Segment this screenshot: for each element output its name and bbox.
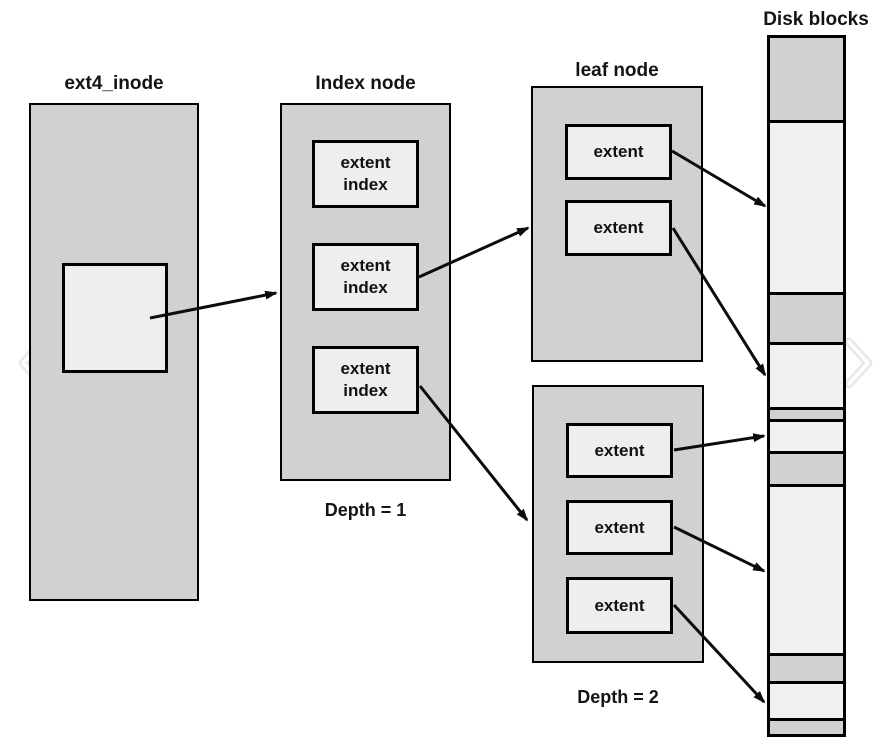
disk-block-segment: [770, 345, 843, 410]
disk-blocks-column: [767, 35, 846, 737]
depth-2-label: Depth = 2: [577, 687, 659, 707]
index-node-title: Index node: [315, 73, 416, 94]
extent-entry: extent: [566, 500, 673, 555]
disk-block-segment: [770, 721, 843, 734]
leaf-node-title: leaf node: [575, 60, 659, 81]
disk-block-segment: [770, 684, 843, 721]
disk-block-segment: [770, 295, 843, 345]
extent-entry: extent: [566, 423, 673, 478]
disk-block-segment: [770, 38, 843, 123]
chevron-right-icon[interactable]: [844, 337, 873, 389]
extent-entry: extent: [565, 200, 672, 256]
disk-block-segment: [770, 454, 843, 487]
depth-1-label: Depth = 1: [324, 500, 407, 520]
disk-blocks-title: Disk blocks: [763, 9, 869, 30]
extent-entry: extent: [565, 124, 672, 180]
disk-block-segment: [770, 487, 843, 656]
disk-block-segment: [770, 656, 843, 684]
extent-entry: extent: [566, 577, 673, 634]
extent-index-entry: extent index: [312, 243, 419, 311]
inode-title: ext4_inode: [64, 73, 164, 94]
disk-block-segment: [770, 410, 843, 422]
disk-block-segment: [770, 123, 843, 295]
extent-index-entry: extent index: [312, 140, 419, 208]
disk-block-segment: [770, 422, 843, 454]
extent-index-entry: extent index: [312, 346, 419, 414]
inode-extent-header-box: [62, 263, 168, 373]
